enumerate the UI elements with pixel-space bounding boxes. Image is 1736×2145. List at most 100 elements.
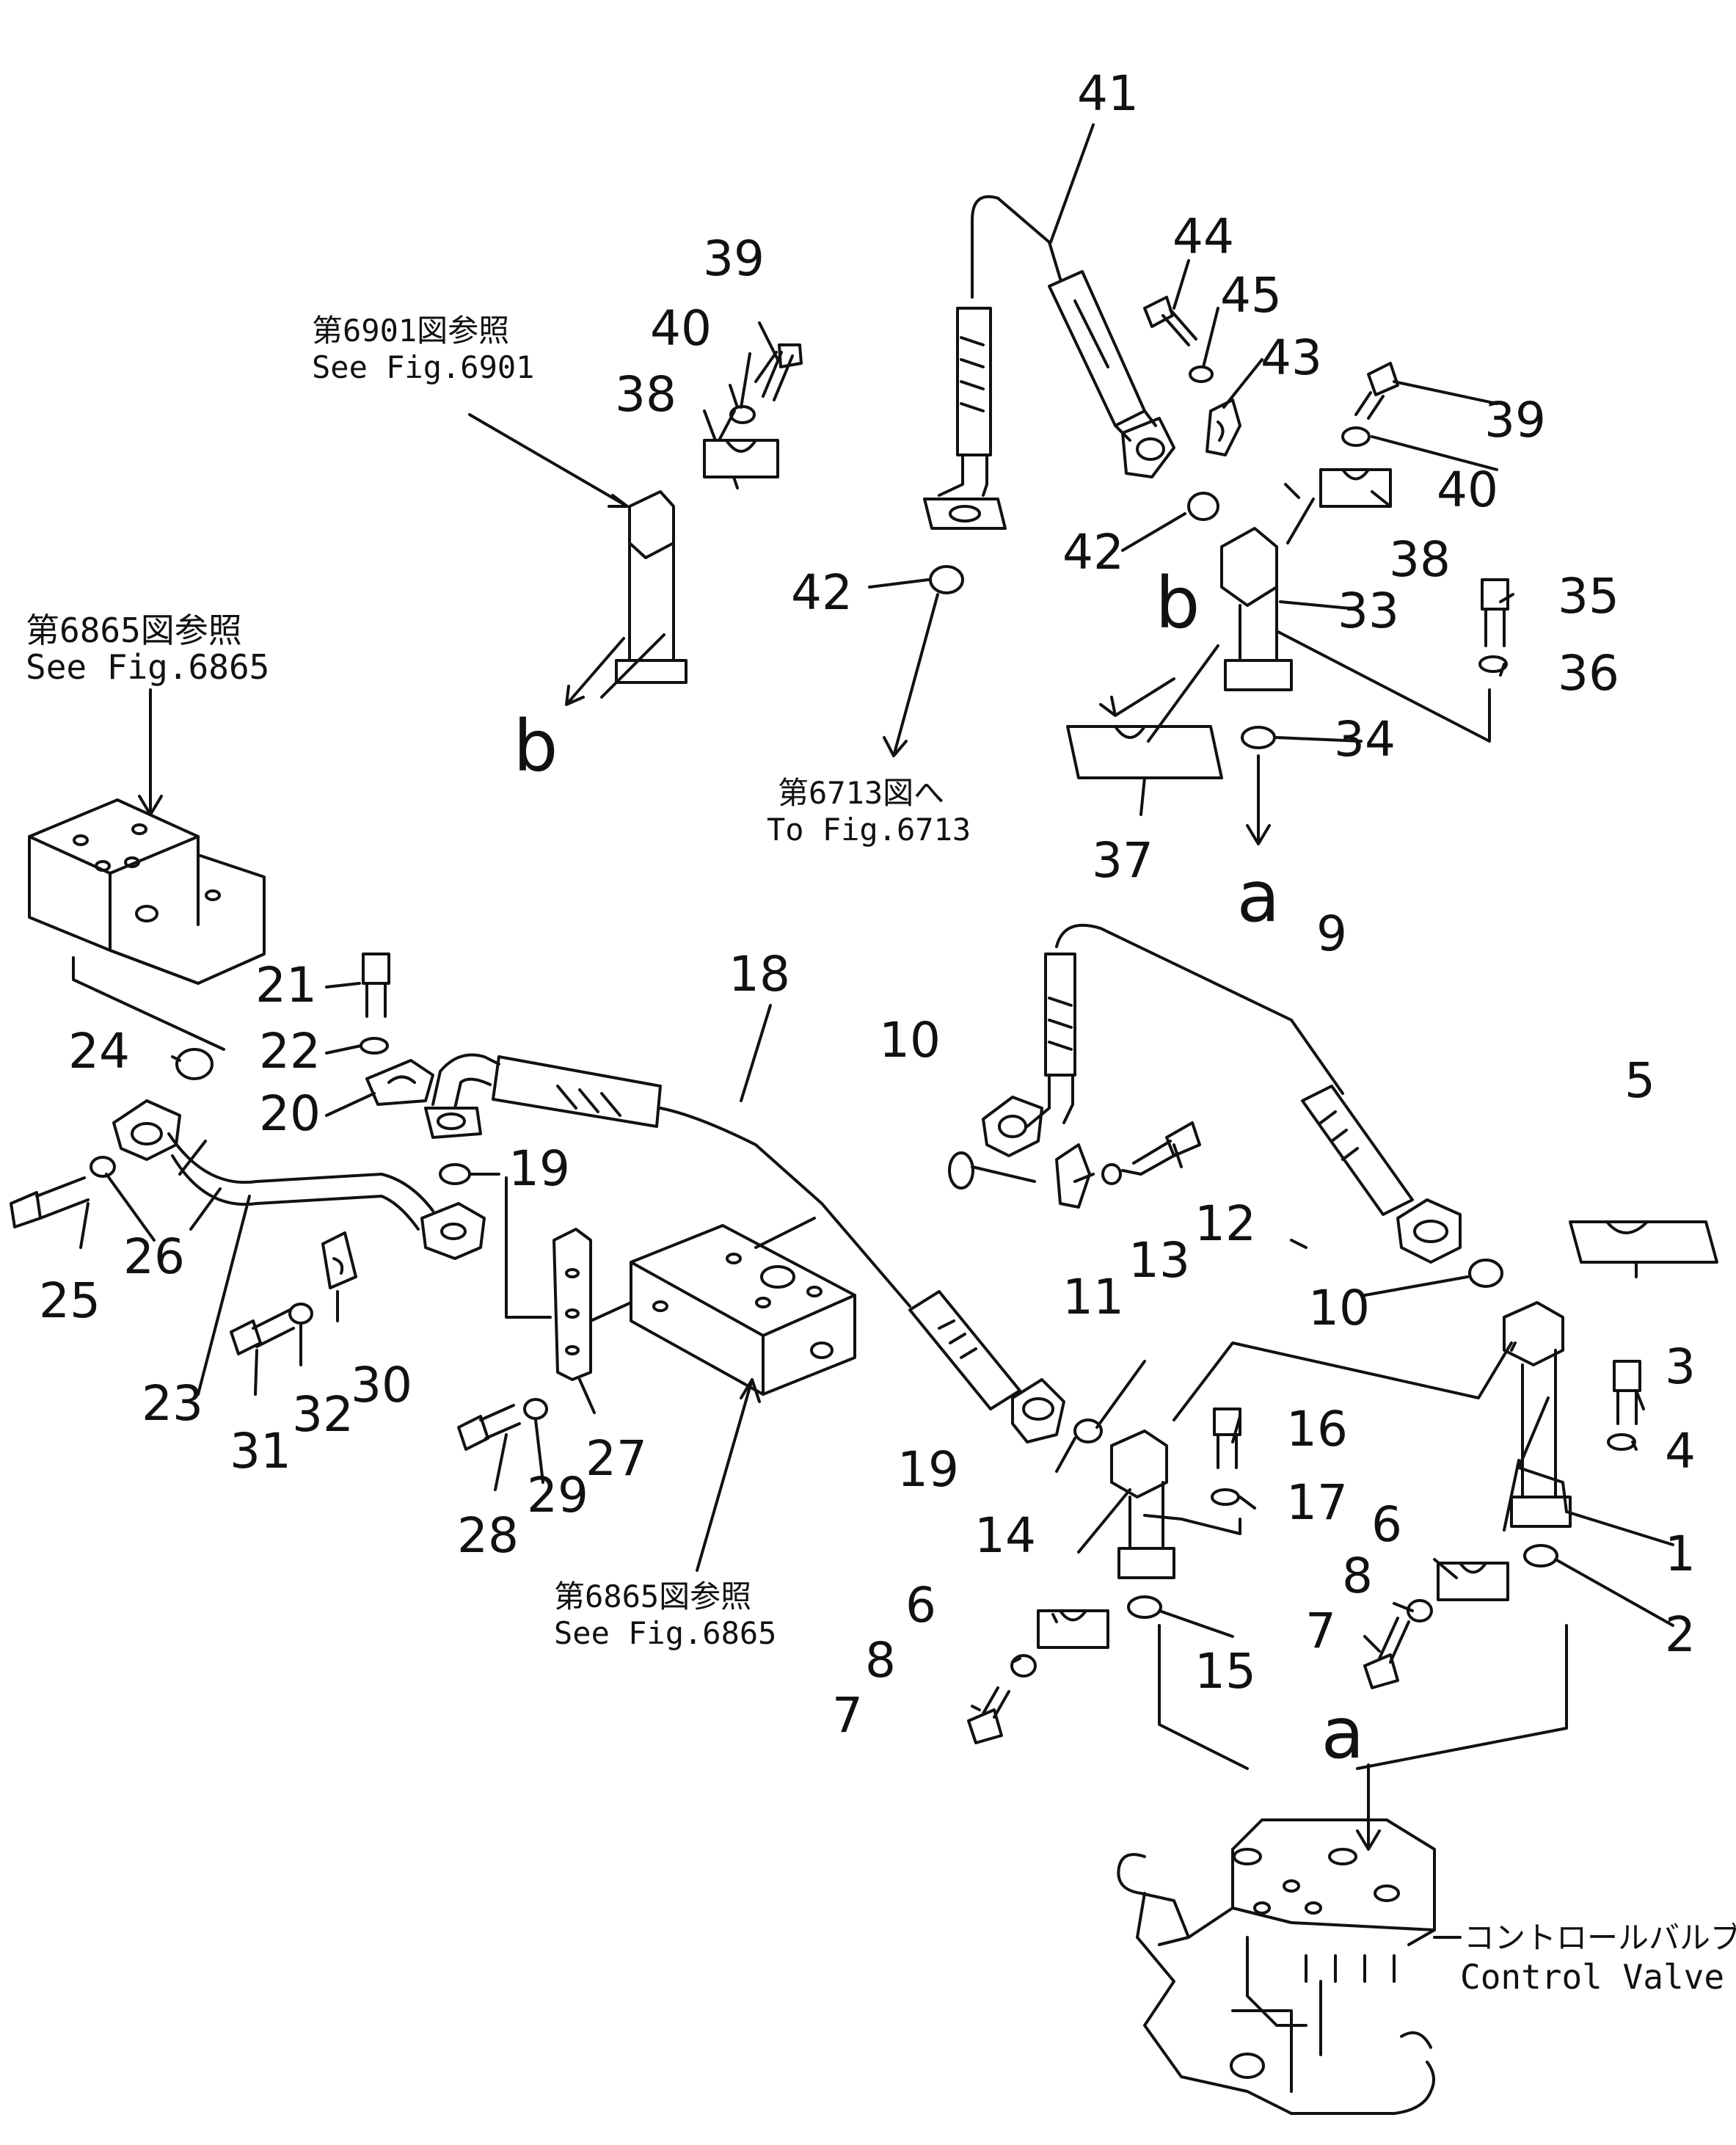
callout-30: 30 — [351, 1357, 412, 1413]
callout-19-right: 19 — [897, 1441, 959, 1498]
callout-42-left: 42 — [791, 564, 853, 621]
leader-block-to-oring24 — [72, 956, 225, 1051]
callout-13: 13 — [1128, 1232, 1190, 1289]
oring-42-left — [929, 565, 964, 594]
callout-25: 25 — [39, 1272, 101, 1329]
washer-45 — [1189, 365, 1214, 383]
callout-20: 20 — [259, 1085, 321, 1142]
control-valve — [1117, 1818, 1436, 2115]
callout-29: 29 — [527, 1467, 588, 1523]
bolt-7-right — [1363, 1617, 1410, 1689]
oring-24 — [175, 1048, 214, 1080]
callout-35: 35 — [1558, 568, 1619, 624]
ref-control-valve-jp: コントロールバルブ — [1464, 1920, 1736, 1956]
reference-notes: 第6901図参照 See Fig.6901 第6865図参照 See Fig.6… — [26, 313, 1736, 1997]
diagram-linework — [10, 123, 1718, 2115]
callout-8-right: 8 — [1342, 1548, 1373, 1604]
callout-34: 34 — [1334, 711, 1396, 768]
callout-17: 17 — [1286, 1474, 1348, 1531]
callout-18: 18 — [729, 946, 790, 1002]
callout-11: 11 — [1062, 1269, 1124, 1325]
callout-6-left: 6 — [905, 1577, 936, 1634]
callout-leaders — [79, 123, 1674, 1711]
ref-fig6865-top-jp: 第6865図参照 — [26, 611, 242, 650]
callout-2: 2 — [1665, 1606, 1696, 1663]
callout-21: 21 — [255, 957, 317, 1013]
ref-fig6713-jp: 第6713図へ — [778, 775, 944, 811]
ref-arrow-fig6901 — [468, 413, 629, 508]
callout-39-left: 39 — [703, 230, 765, 287]
washer-36 — [1478, 655, 1508, 673]
callout-23: 23 — [142, 1375, 203, 1432]
callout-24: 24 — [68, 1023, 130, 1079]
callout-44: 44 — [1172, 208, 1234, 265]
clamp-5 — [1569, 1220, 1718, 1264]
connection-letters: b b a a — [514, 562, 1365, 1774]
leader-lines-top-left — [600, 351, 778, 699]
callout-9: 9 — [1316, 906, 1347, 962]
ref-fig6713-en: To Fig.6713 — [767, 812, 971, 848]
oring-42-right — [1187, 492, 1219, 521]
clamp-27 — [552, 1228, 592, 1381]
arrow-down-to-a — [1246, 754, 1271, 845]
leader-lines-mid-left — [178, 1140, 816, 1322]
ref-fig6865-bottom-en: See Fig.6865 — [554, 1615, 776, 1651]
washer-8-right — [1407, 1599, 1433, 1623]
elbow-tube-1 — [1503, 1301, 1572, 1528]
callout-4: 4 — [1665, 1423, 1696, 1479]
bolt-12 — [1132, 1121, 1201, 1176]
callout-37: 37 — [1092, 832, 1153, 889]
hose-41 — [923, 195, 1175, 530]
oring-34 — [1241, 726, 1276, 749]
letter-a-top: a — [1237, 856, 1280, 938]
callout-15: 15 — [1195, 1643, 1256, 1700]
leader-23 — [197, 1195, 251, 1396]
callout-33: 33 — [1338, 583, 1399, 639]
washer-4 — [1607, 1433, 1636, 1451]
washer-40-top-left — [729, 405, 756, 424]
ref-fig6901-en: See Fig.6901 — [312, 349, 534, 385]
callout-45: 45 — [1220, 267, 1282, 324]
elbow-tube-33 — [1220, 527, 1293, 691]
callout-40-right: 40 — [1437, 462, 1498, 518]
callout-31: 31 — [230, 1423, 291, 1479]
arrow-fig6865-top — [138, 688, 163, 816]
leader-18 — [740, 1004, 772, 1102]
bolt-3 — [1613, 1360, 1641, 1425]
bolt-7-left — [967, 1686, 1010, 1744]
leader-42 — [868, 512, 1186, 589]
callout-27: 27 — [586, 1430, 647, 1487]
callout-16: 16 — [1286, 1401, 1348, 1457]
callout-10-right: 10 — [1308, 1280, 1370, 1336]
letter-a-bottom: a — [1321, 1692, 1365, 1774]
oring-2 — [1523, 1544, 1558, 1567]
hose-9 — [982, 923, 1462, 1264]
bolt-31 — [230, 1308, 295, 1355]
bolt-28 — [457, 1404, 521, 1451]
oring-19-left — [439, 1163, 471, 1185]
arrow-fig6865-bottom — [696, 1378, 761, 1572]
callout-8-left: 8 — [865, 1632, 896, 1689]
split-flange-11 — [1055, 1143, 1091, 1209]
pipe-23 — [112, 1099, 486, 1260]
callout-5: 5 — [1624, 1052, 1655, 1109]
washer-17 — [1211, 1488, 1240, 1506]
washer-29 — [523, 1398, 548, 1420]
bolt-21 — [362, 953, 390, 1018]
callout-43: 43 — [1261, 329, 1322, 386]
callout-19-left: 19 — [508, 1140, 570, 1197]
ref-fig6865-bottom-jp: 第6865図参照 — [554, 1578, 751, 1614]
bolt-44 — [1143, 296, 1197, 346]
oring-19-right — [1073, 1419, 1103, 1443]
clamp-half-6-right — [1437, 1562, 1509, 1601]
leader-lines-bottom-right — [1077, 1341, 1568, 1770]
clamp-half-30 — [321, 1231, 357, 1289]
bolt-35 — [1481, 578, 1509, 647]
oring-10-left — [948, 1151, 974, 1190]
split-flange-20 — [365, 1059, 434, 1106]
washer-26 — [90, 1156, 116, 1178]
callout-32: 32 — [292, 1386, 354, 1443]
callout-7-right: 7 — [1305, 1603, 1336, 1659]
washer-13 — [1101, 1163, 1122, 1185]
callout-14: 14 — [974, 1507, 1036, 1564]
